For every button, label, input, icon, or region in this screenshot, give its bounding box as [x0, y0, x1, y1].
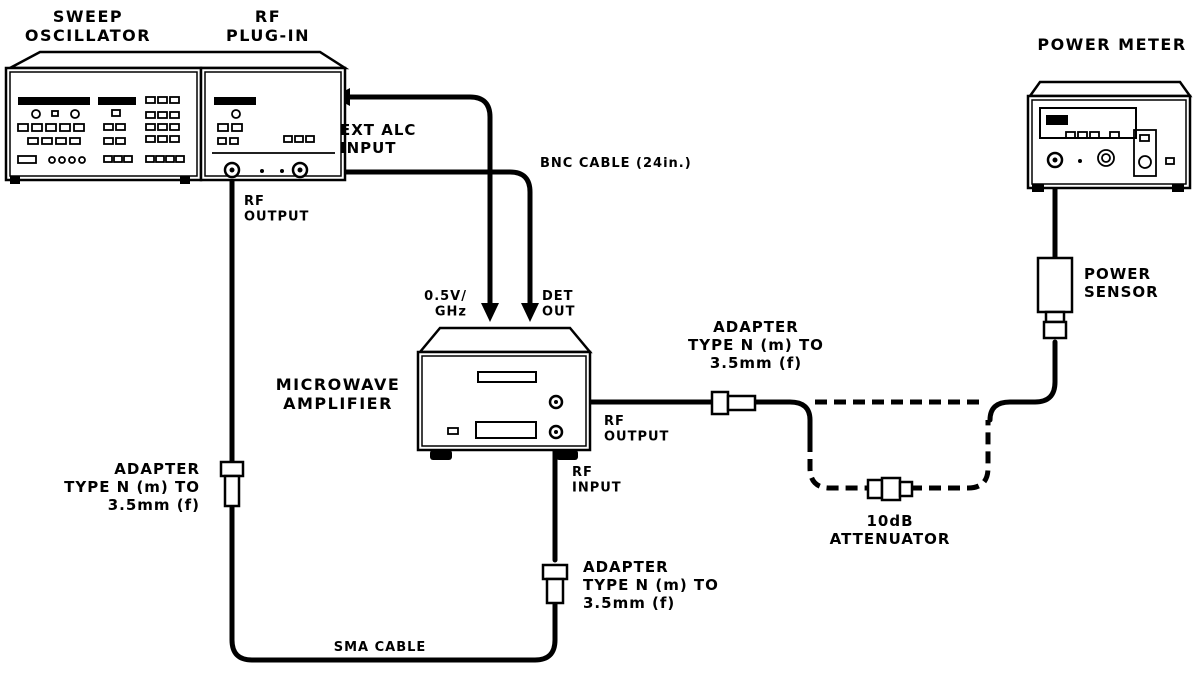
adapter-amp-output-label-line: 3.5mm (f) — [710, 354, 802, 372]
ext-alc-input-label-line: INPUT — [340, 139, 397, 157]
det-out-label-line: OUT — [542, 305, 575, 320]
adapter-bottom-label-line: TYPE N (m) TO — [583, 576, 719, 594]
power-meter-label: POWER METER — [1037, 35, 1186, 54]
amp-rf-input-label-line: RF — [572, 465, 593, 480]
amp-rf-output-label-line: RF — [604, 414, 625, 429]
microwave-amplifier — [416, 326, 593, 460]
alc-arrow-down — [481, 303, 499, 322]
attenuator-icon — [866, 476, 914, 502]
sweep-oscillator-label-line: OSCILLATOR — [25, 26, 151, 45]
power-sensor-label-line: SENSOR — [1084, 283, 1159, 301]
det-out-arrow — [521, 303, 539, 322]
bnc-cable-label-line: BNC CABLE (24in.) — [540, 156, 692, 171]
power-meter — [1026, 80, 1193, 192]
power-sensor-label-line: POWER — [1084, 265, 1151, 283]
rf-plug-in-label-line: RF — [255, 7, 281, 26]
amp-rf-output-label-line: OUTPUT — [604, 430, 669, 445]
adapter-left-label-line: TYPE N (m) TO — [64, 478, 200, 496]
bnc-cable — [302, 169, 533, 308]
adapter-amp-output-icon — [710, 390, 757, 416]
adapter-left-label-line: ADAPTER — [114, 460, 200, 478]
volts-per-ghz-label-line: 0.5V/ — [424, 289, 467, 304]
adapter-bottom-label-line: ADAPTER — [583, 558, 669, 576]
adapter-bottom-icon — [541, 563, 569, 605]
power-sensor — [1036, 256, 1074, 340]
power-meter-label-line: POWER METER — [1037, 35, 1186, 54]
sweep-oscillator-label-line: SWEEP — [53, 7, 123, 26]
rf-output-source-label-line: RF — [244, 194, 265, 209]
rf-output-source-label-line: OUTPUT — [244, 210, 309, 225]
attenuator-label-line: ATTENUATOR — [830, 530, 951, 548]
rf-plug-in — [199, 66, 347, 182]
sweep-oscillator — [4, 50, 350, 184]
adapter-to-sensor-cable — [752, 399, 813, 443]
bnc-cable-label: BNC CABLE (24in.) — [540, 156, 692, 171]
sma-cable — [229, 169, 558, 663]
adapter-bottom-label-line: 3.5mm (f) — [583, 594, 675, 612]
microwave-amplifier-label-line: MICROWAVE — [276, 375, 401, 394]
rf-plug-in-label-line: PLUG-IN — [226, 26, 310, 45]
adapter-left-label-line: 3.5mm (f) — [108, 496, 200, 514]
sensor-cable — [987, 339, 1058, 423]
microwave-amplifier-label-line: AMPLIFIER — [283, 394, 393, 413]
adapter-amp-output-label-line: TYPE N (m) TO — [688, 336, 824, 354]
amp-rf-input-label-line: INPUT — [572, 481, 622, 496]
attenuator-path-dashed — [807, 420, 991, 491]
adapter-left-icon — [219, 460, 245, 508]
det-out-label-line: DET — [542, 289, 574, 304]
volts-per-ghz-label: 0.5V/GHz — [424, 289, 467, 320]
adapter-amp-output-label-line: ADAPTER — [713, 318, 799, 336]
alc-cable — [342, 94, 493, 308]
volts-per-ghz-label-line: GHz — [435, 305, 467, 320]
sma-cable-label-line: SMA CABLE — [334, 640, 427, 655]
sma-cable-label: SMA CABLE — [334, 640, 427, 655]
ext-alc-input-label-line: EXT ALC — [340, 121, 416, 139]
attenuator-label-line: 10dB — [866, 512, 913, 530]
